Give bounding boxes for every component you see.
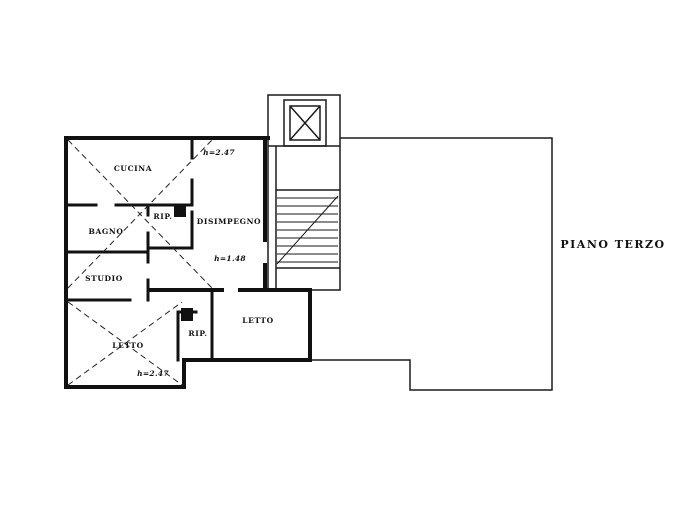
label-rip-2: RIP. bbox=[188, 329, 207, 338]
label-letto-dx: LETTO bbox=[242, 316, 273, 325]
height-annotations: h=2.47 h=1.48 h=2.47 bbox=[137, 148, 246, 378]
label-cucina: CUCINA bbox=[114, 164, 152, 173]
plan-title: PIANO TERZO bbox=[560, 238, 665, 251]
ceiling-slope-dashed-lines bbox=[67, 139, 213, 386]
door-leaf-symbols bbox=[174, 204, 193, 321]
stair-run-diagonal bbox=[276, 195, 339, 265]
label-disimpegno: DISIMPEGNO bbox=[197, 217, 261, 226]
elevator-outer-box bbox=[283, 99, 327, 147]
label-letto-sx: LETTO bbox=[112, 341, 143, 350]
elevator-shaft bbox=[283, 99, 327, 147]
annotation-height-top: h=2.47 bbox=[203, 148, 235, 157]
apartment-outer-walls bbox=[64, 136, 312, 389]
label-bagno: BAGNO bbox=[89, 227, 124, 236]
label-studio: STUDIO bbox=[85, 274, 123, 283]
door-leaf-rip1 bbox=[174, 204, 186, 217]
elevator-cross-line-2 bbox=[289, 105, 321, 141]
right-wing-boundary bbox=[312, 137, 553, 391]
dashed-diagonal-2 bbox=[67, 139, 213, 289]
door-leaf-rip2 bbox=[181, 308, 193, 321]
stair-treads bbox=[276, 195, 339, 265]
dashed-diagonal-4 bbox=[67, 301, 183, 386]
elevator-inner-box bbox=[289, 105, 321, 141]
interior-walls bbox=[64, 136, 214, 362]
right-wing-outline bbox=[312, 137, 553, 391]
label-rip-1: RIP. bbox=[153, 212, 172, 221]
annotation-height-bottom: h=2.47 bbox=[137, 369, 169, 378]
annotation-height-mid: h=1.48 bbox=[214, 254, 246, 263]
room-labels: CUCINA BAGNO STUDIO LETTO RIP. DISIMPEGN… bbox=[85, 164, 273, 350]
